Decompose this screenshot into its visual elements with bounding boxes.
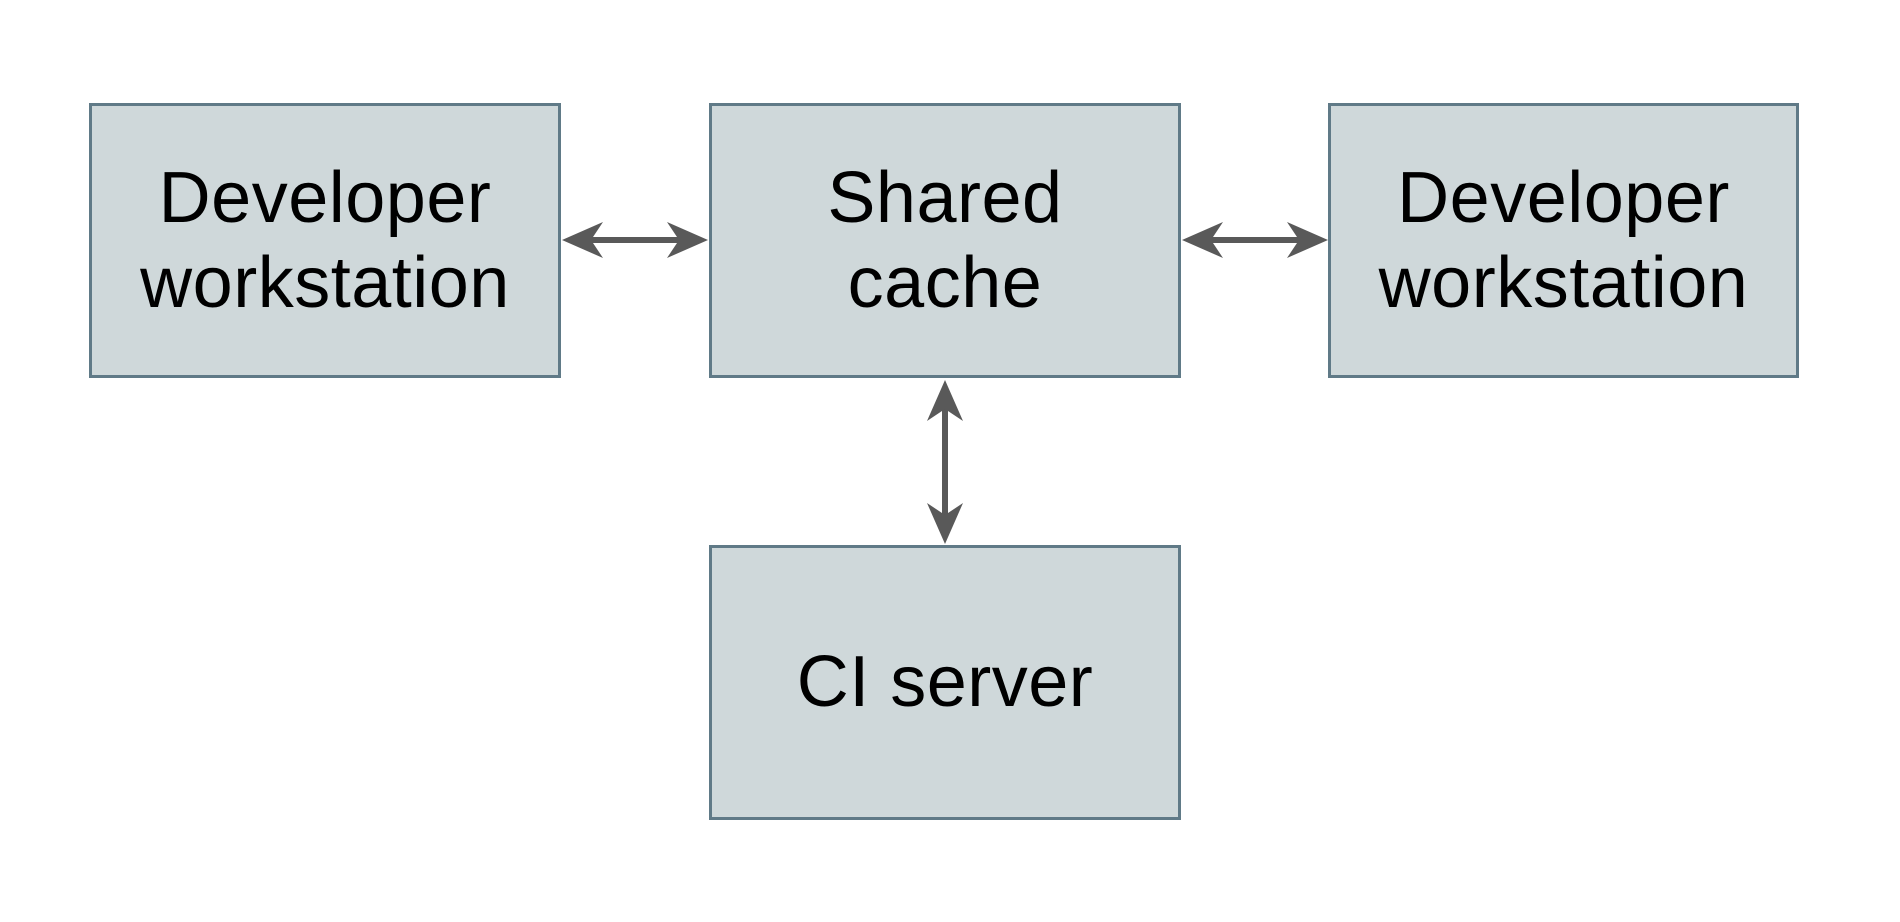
node-label: CI server: [796, 642, 1094, 723]
node-label: Developer workstation: [1378, 157, 1749, 323]
arrowhead-down-icon: [927, 503, 963, 544]
arrowhead-up-icon: [927, 380, 963, 421]
node-label: Developer workstation: [140, 157, 510, 323]
node-developer-workstation-right: Developer workstation: [1328, 103, 1799, 378]
bidirectional-arrow-left-workstation-shared-cache: [562, 222, 708, 258]
bidirectional-arrow-shared-cache-right-workstation: [1182, 222, 1328, 258]
arrowhead-left-icon: [1182, 222, 1223, 258]
node-label: Shared cache: [827, 157, 1063, 323]
arrowhead-left-icon: [562, 222, 603, 258]
arrowhead-right-icon: [667, 222, 708, 258]
node-developer-workstation-left: Developer workstation: [89, 103, 561, 378]
node-shared-cache: Shared cache: [709, 103, 1181, 378]
bidirectional-arrow-shared-cache-ci-server: [927, 380, 963, 544]
node-ci-server: CI server: [709, 545, 1181, 820]
arrowhead-right-icon: [1287, 222, 1328, 258]
